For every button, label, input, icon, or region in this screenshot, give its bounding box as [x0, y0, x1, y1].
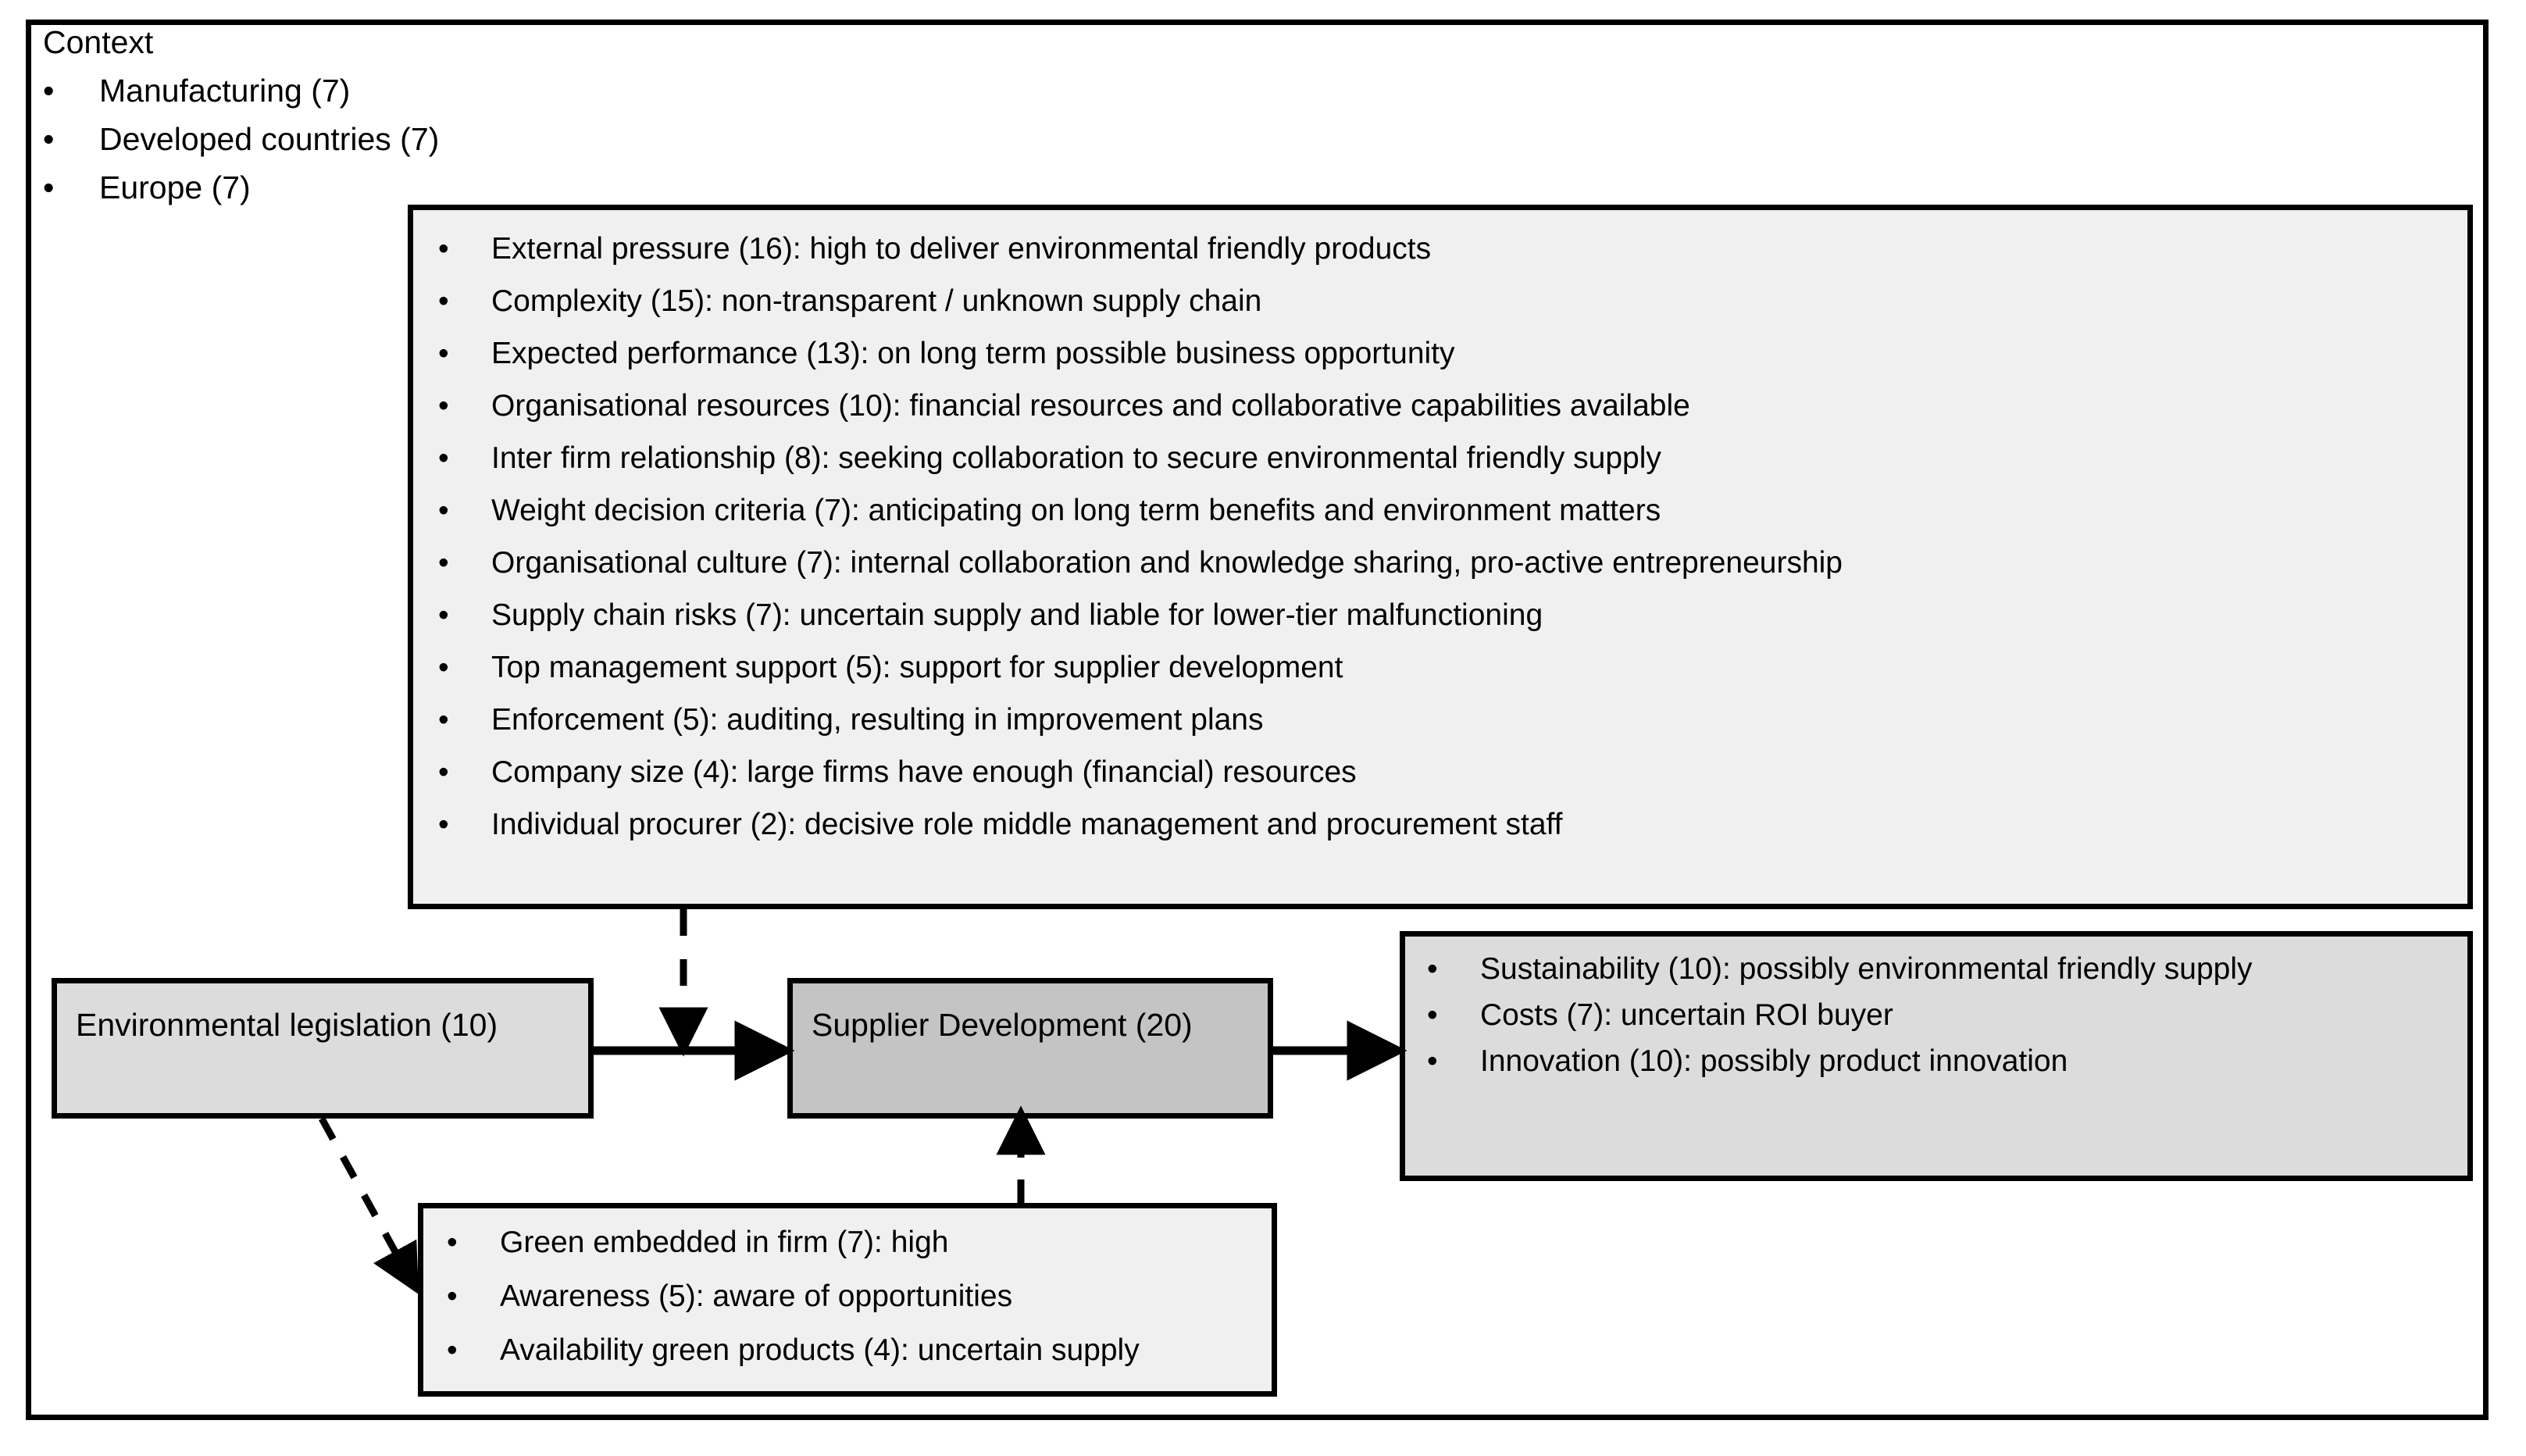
bullet-icon: • — [43, 121, 55, 157]
factors-list-item: • Weight decision criteria (7): anticipa… — [438, 495, 2467, 526]
context-item: • Developed countries (7) — [43, 123, 902, 155]
bullet-icon: • — [447, 1226, 458, 1259]
factors-list-item-label: Organisational culture (7): internal col… — [491, 546, 1843, 580]
factors-list-item-label: Individual procurer (2): decisive role m… — [491, 808, 1563, 841]
bullet-icon: • — [438, 598, 449, 632]
factors-list-item: • Supply chain risks (7): uncertain supp… — [438, 600, 2467, 630]
bullet-icon: • — [447, 1279, 458, 1313]
factors-list-item: • Enforcement (5): auditing, resulting i… — [438, 705, 2467, 735]
bullet-icon: • — [438, 703, 449, 737]
bullet-icon: • — [438, 808, 449, 841]
factors-list: • External pressure (16): high to delive… — [438, 234, 2467, 840]
factors-list-item-label: Complexity (15): non-transparent / unkno… — [491, 284, 1262, 318]
factors-list-item-label: Company size (4): large firms have enoug… — [491, 755, 1357, 789]
bullet-icon: • — [438, 651, 449, 684]
node-environmental-legislation: Environmental legislation (10) — [52, 978, 594, 1119]
bullet-icon: • — [438, 389, 449, 423]
factors-list-item: • Organisational culture (7): internal c… — [438, 548, 2467, 578]
factors-list-item: • Expected performance (13): on long ter… — [438, 338, 2467, 369]
outcomes-list: • Sustainability (10): possibly environm… — [1427, 954, 2467, 1076]
enablers-box: • Green embedded in firm (7): high • Awa… — [418, 1203, 1277, 1397]
enablers-list-item: • Availability green products (4): uncer… — [447, 1335, 1272, 1365]
outcomes-list-item: • Sustainability (10): possibly environm… — [1427, 954, 2488, 984]
outcomes-box: • Sustainability (10): possibly environm… — [1400, 931, 2473, 1181]
enablers-list: • Green embedded in firm (7): high • Awa… — [447, 1227, 1272, 1365]
outcomes-list-item-label: Innovation (10): possibly product innova… — [1480, 1044, 2068, 1078]
factors-list-item-label: External pressure (16): high to deliver … — [491, 232, 1432, 266]
factors-list-item-label: Expected performance (13): on long term … — [491, 337, 1455, 370]
factors-list-item-label: Top management support (5): support for … — [491, 651, 1343, 684]
enablers-list-item-label: Availability green products (4): uncerta… — [500, 1333, 1140, 1367]
context-item: • Europe (7) — [43, 172, 902, 204]
enablers-list-item-label: Green embedded in firm (7): high — [500, 1226, 949, 1259]
factors-list-item: • Organisational resources (10): financi… — [438, 391, 2467, 421]
context-item-label: Europe (7) — [99, 170, 251, 205]
bullet-icon: • — [438, 232, 449, 266]
context-item-label: Manufacturing (7) — [99, 73, 351, 109]
enablers-list-item: • Awareness (5): aware of opportunities — [447, 1281, 1272, 1311]
bullet-icon: • — [1427, 952, 1438, 986]
factors-list-item-label: Supply chain risks (7): uncertain supply… — [491, 598, 1543, 632]
factors-list-item-label: Weight decision criteria (7): anticipati… — [491, 494, 1661, 527]
bullet-icon: • — [438, 284, 449, 318]
enablers-list-item-label: Awareness (5): aware of opportunities — [500, 1279, 1013, 1313]
node-supplier-development: Supplier Development (20) — [787, 978, 1273, 1119]
bullet-icon: • — [438, 441, 449, 475]
bullet-icon: • — [438, 494, 449, 527]
bullet-icon: • — [447, 1333, 458, 1367]
context-title: Context — [43, 24, 154, 60]
outcomes-list-item: • Innovation (10): possibly product inno… — [1427, 1046, 2488, 1076]
bullet-icon: • — [43, 170, 55, 205]
factors-list-item-label: Enforcement (5): auditing, resulting in … — [491, 703, 1264, 737]
bullet-icon: • — [438, 337, 449, 370]
context-item: • Manufacturing (7) — [43, 75, 902, 107]
factors-list-item: • Top management support (5): support fo… — [438, 652, 2467, 683]
bullet-icon: • — [1427, 998, 1438, 1032]
factors-list-item-label: Organisational resources (10): financial… — [491, 389, 1690, 423]
factors-list-item: • External pressure (16): high to delive… — [438, 234, 2467, 264]
factors-list-item: • Inter firm relationship (8): seeking c… — [438, 443, 2467, 473]
outcomes-list-item-label: Sustainability (10): possibly environmen… — [1480, 952, 2253, 986]
outcomes-list-item: • Costs (7): uncertain ROI buyer — [1427, 1000, 2488, 1030]
bullet-icon: • — [1427, 1044, 1438, 1078]
context-block: Context • Manufacturing (7) • Developed … — [43, 27, 902, 204]
bullet-icon: • — [438, 546, 449, 580]
factors-list-item: • Complexity (15): non-transparent / unk… — [438, 286, 2467, 316]
bullet-icon: • — [43, 73, 55, 109]
factors-list-item-label: Inter firm relationship (8): seeking col… — [491, 441, 1661, 475]
bullet-icon: • — [438, 755, 449, 789]
factors-list-item: • Company size (4): large firms have eno… — [438, 757, 2467, 787]
outcomes-list-item-label: Costs (7): uncertain ROI buyer — [1480, 998, 1893, 1032]
enablers-list-item: • Green embedded in firm (7): high — [447, 1227, 1272, 1258]
factors-list-item: • Individual procurer (2): decisive role… — [438, 809, 2467, 840]
context-item-label: Developed countries (7) — [99, 121, 440, 157]
factors-box: • External pressure (16): high to delive… — [408, 205, 2473, 909]
context-list: • Manufacturing (7) • Developed countrie… — [43, 75, 902, 204]
